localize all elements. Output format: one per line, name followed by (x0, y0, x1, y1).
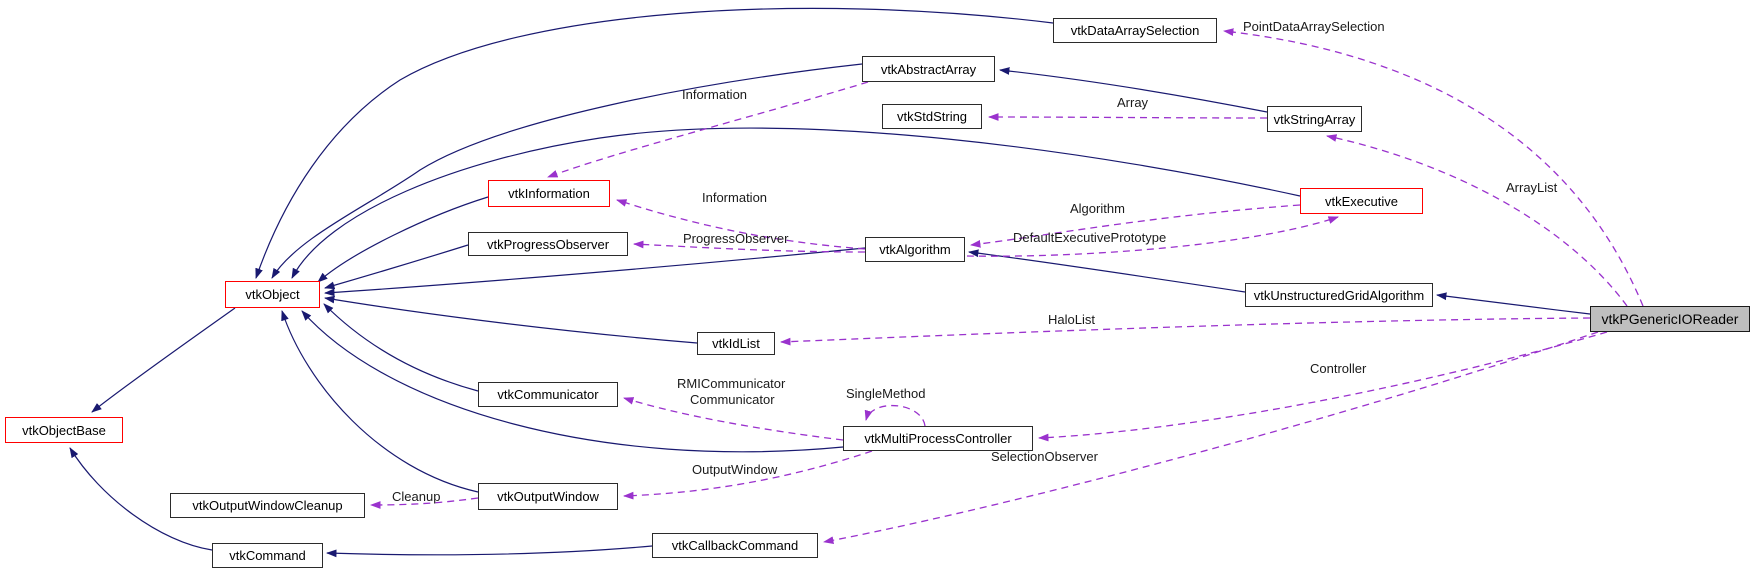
usage-edge-reader-to-vtkCallbackCommand-SelectionObserver (823, 331, 1599, 545)
node-vtkIdList[interactable]: vtkIdList (697, 332, 775, 355)
node-vtkExecutive[interactable]: vtkExecutive (1300, 188, 1423, 214)
edge-label-point-data-array-selection: PointDataArraySelection (1243, 19, 1385, 34)
inheritance-edge-vtkObject-to-vtkObjectBase (91, 307, 236, 413)
inheritance-edge-vtkAlgorithm-to-vtkObject (324, 247, 866, 297)
inheritance-edge-vtkCallbackCommand-to-vtkCommand (326, 545, 653, 558)
inheritance-edge-vtkMultiProcessController-to-vtkObject (301, 310, 844, 453)
usage-edge-reader-to-vtkIdList-HaloList (780, 317, 1591, 346)
usage-edge-vtkStringArray-to-vtkStdString-Array (988, 113, 1268, 121)
node-vtkCommunicator[interactable]: vtkCommunicator (478, 382, 618, 407)
edge-label-rmi-communicator: RMICommunicator (677, 376, 786, 391)
node-vtkObject[interactable]: vtkObject (225, 281, 320, 308)
inheritance-edge-vtkPGenericIOReader-to-vtkUnstructuredGridAlgorithm (1436, 292, 1591, 315)
inheritance-edge-vtkUnstructuredGridAlgorithm-to-vtkAlgorithm (968, 249, 1246, 293)
node-vtkAbstractArray[interactable]: vtkAbstractArray (862, 56, 995, 82)
node-vtkProgressObserver[interactable]: vtkProgressObserver (468, 232, 628, 256)
node-vtkPGenericIOReader: vtkPGenericIOReader (1590, 306, 1750, 332)
node-vtkDataArraySelection[interactable]: vtkDataArraySelection (1053, 18, 1217, 43)
node-vtkStdString[interactable]: vtkStdString (882, 104, 982, 129)
node-vtkUnstructuredGridAlgorithm[interactable]: vtkUnstructuredGridAlgorithm (1245, 283, 1433, 307)
inheritance-edge-vtkStringArray-to-vtkAbstractArray (999, 67, 1268, 113)
inheritance-edge-vtkIdList-to-vtkObject (324, 295, 698, 344)
inheritance-edge-vtkInformation-to-vtkObject (317, 196, 489, 283)
inheritance-edge-vtkOutputWindow-to-vtkObject (281, 310, 479, 493)
inheritance-edge-vtkCommand-to-vtkObjectBase (69, 447, 213, 551)
node-vtkAlgorithm[interactable]: vtkAlgorithm (865, 237, 965, 262)
inheritance-edge-vtkExecutive-to-vtkObject (291, 127, 1301, 279)
edge-label-information-top: Information (682, 87, 748, 102)
edge-label-progress-observer: ProgressObserver (683, 231, 789, 246)
edge-label-selection-observer: SelectionObserver (991, 449, 1098, 464)
edge-label-controller: Controller (1310, 361, 1367, 376)
inheritance-edge-vtkDataArraySelection-to-vtkObject (255, 7, 1054, 279)
node-vtkMultiProcessController[interactable]: vtkMultiProcessController (843, 426, 1033, 451)
edge-label-halo-list: HaloList (1048, 312, 1095, 327)
usage-edge-reader-to-vtkStringArray-ArrayList (1326, 134, 1628, 307)
edge-label-algorithm: Algorithm (1070, 201, 1125, 216)
node-vtkOutputWindow[interactable]: vtkOutputWindow (478, 483, 618, 510)
edge-label-output-window: OutputWindow (692, 462, 778, 477)
edge-label-single-method: SingleMethod (846, 386, 926, 401)
inheritance-edge-vtkCommunicator-to-vtkObject (323, 303, 479, 392)
usage-edge-reader-to-vtkMultiProcessController-Controller (1038, 331, 1608, 442)
edge-label-array: Array (1117, 95, 1149, 110)
node-vtkOutputWindowCleanup[interactable]: vtkOutputWindowCleanup (170, 493, 365, 518)
edge-label-array-list: ArrayList (1506, 180, 1558, 195)
usage-edge-controller-self-loop-SingleMethod (864, 405, 926, 427)
node-vtkObjectBase[interactable]: vtkObjectBase (5, 417, 123, 443)
edge-label-communicator: Communicator (690, 392, 775, 407)
usage-edge-vtkAlgorithm-to-vtkExecutive-DefaultExecutivePrototype (966, 216, 1339, 257)
node-vtkInformation[interactable]: vtkInformation (488, 180, 610, 207)
usage-edge-controller-to-vtkOutputWindow-OutputWindow (623, 450, 873, 500)
node-vtkCommand[interactable]: vtkCommand (212, 543, 323, 568)
node-vtkCallbackCommand[interactable]: vtkCallbackCommand (652, 533, 818, 558)
node-vtkStringArray[interactable]: vtkStringArray (1267, 106, 1362, 132)
inheritance-edge-vtkAbstractArray-to-vtkObject (271, 63, 863, 279)
edge-label-information-mid: Information (702, 190, 768, 205)
usage-edge-controller-to-vtkCommunicator-RMICommunicator (623, 397, 844, 441)
usage-edge-reader-to-vtkDataArraySelection-PointDataArraySelection (1223, 28, 1644, 307)
edge-label-cleanup: Cleanup (392, 489, 441, 504)
edge-label-default-executive-prototype: DefaultExecutivePrototype (1013, 230, 1167, 245)
usage-edge-vtkAlgorithm-to-vtkInformation-Information (616, 199, 866, 250)
usage-edge-vtkOutputWindow-to-vtkOutputWindowCleanup-Cleanup (370, 497, 479, 509)
inheritance-edge-vtkProgressObserver-to-vtkObject (324, 244, 469, 290)
